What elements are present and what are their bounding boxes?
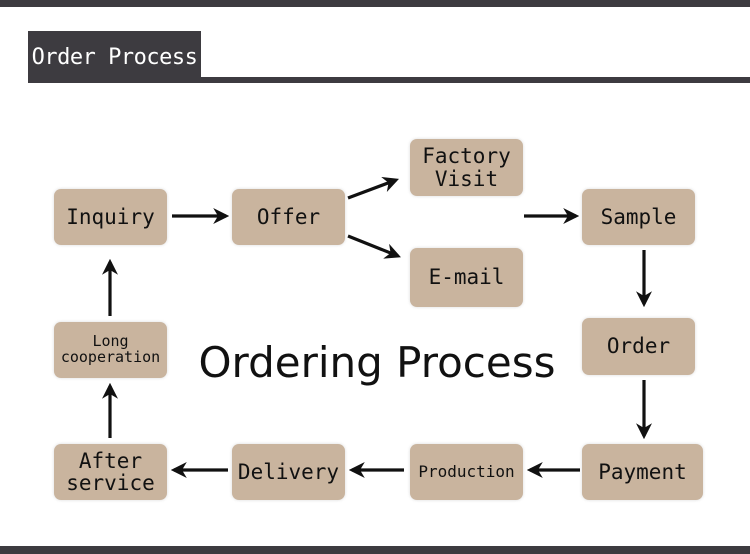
- section-title: Order Process: [28, 31, 201, 83]
- node-email: E-mail: [410, 248, 523, 307]
- node-long-cooperation: Long cooperation: [54, 322, 167, 378]
- node-payment: Payment: [582, 444, 703, 500]
- diagram-title: Ordering Process: [198, 337, 556, 387]
- arrow-offer-factory: [347, 177, 399, 200]
- node-inquiry: Inquiry: [54, 189, 167, 245]
- node-delivery: Delivery: [232, 444, 345, 500]
- node-sample: Sample: [582, 189, 695, 245]
- node-offer: Offer: [232, 189, 345, 245]
- header-underline: [201, 77, 750, 83]
- node-factory-visit: Factory Visit: [410, 139, 523, 196]
- node-production: Production: [410, 444, 523, 500]
- bottom-bar: [0, 546, 750, 554]
- arrow-offer-email: [347, 234, 401, 259]
- node-order: Order: [582, 318, 695, 375]
- top-bar: [0, 0, 750, 7]
- node-after-service: After service: [54, 444, 167, 500]
